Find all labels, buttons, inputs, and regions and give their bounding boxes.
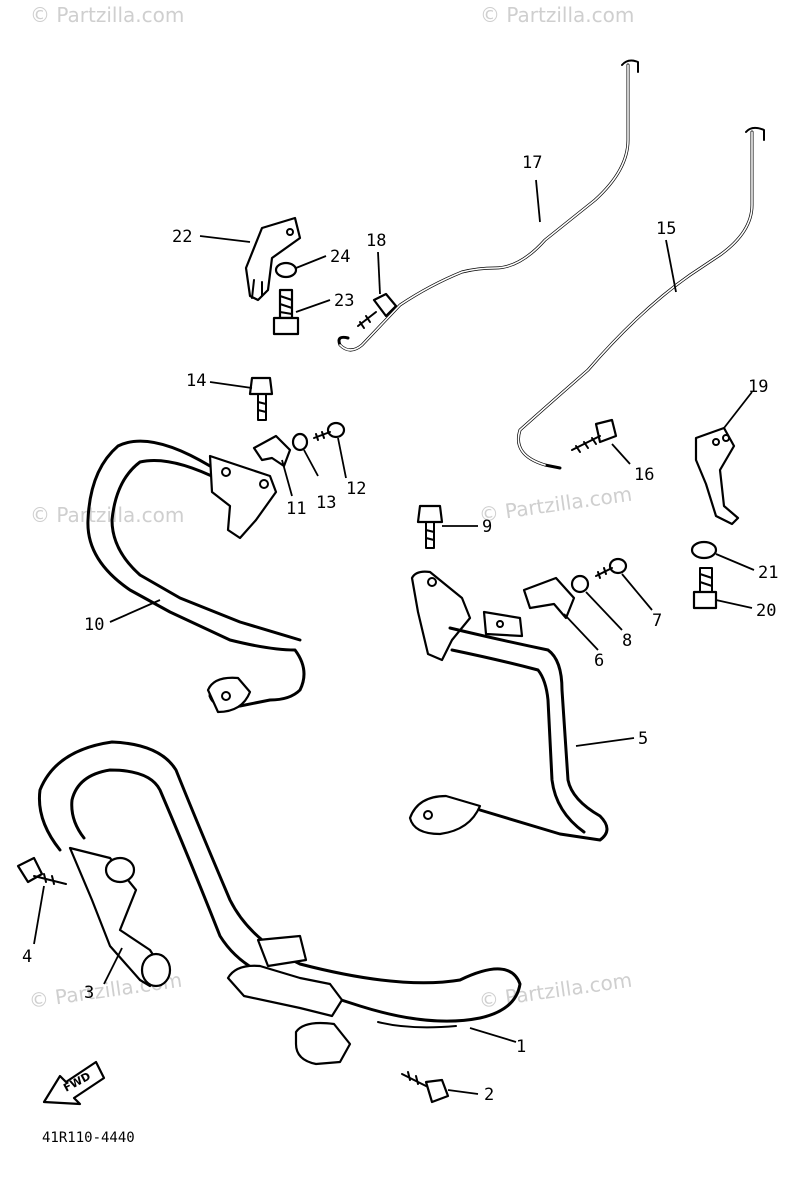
- callout-17: 17: [522, 153, 542, 173]
- part-20-bolt: [692, 567, 718, 610]
- part-21-washer: [690, 540, 718, 560]
- watermark-mid-left: © Partzilla.com: [30, 503, 184, 527]
- callout-14: 14: [186, 371, 206, 391]
- part-24-washer: [274, 261, 298, 279]
- callout-13: 13: [316, 493, 336, 513]
- callout-6: 6: [594, 651, 604, 671]
- part-17-bar: [337, 59, 639, 352]
- part-4-bolt: [16, 856, 67, 885]
- callout-5: 5: [638, 729, 648, 749]
- callout-20: 20: [756, 601, 776, 621]
- callouts: 22 24 23 18 17 15 14 11 13 12 10 9 16 19…: [22, 153, 778, 1105]
- watermark-mid-center: © Partzilla.com: [477, 482, 633, 527]
- watermark-top-center: © Partzilla.com: [480, 3, 634, 27]
- callout-11: 11: [286, 499, 306, 519]
- part-18-bolt: [357, 292, 398, 329]
- part-8-washer: [570, 574, 590, 594]
- callout-7: 7: [652, 611, 662, 631]
- part-16-bolt: [571, 418, 618, 453]
- callout-22: 22: [172, 227, 192, 247]
- callout-19: 19: [748, 377, 768, 397]
- callout-16: 16: [634, 465, 654, 485]
- part-10-frame: [86, 439, 306, 714]
- callout-12: 12: [346, 479, 366, 499]
- part-22-bracket: [244, 216, 302, 302]
- callout-9: 9: [482, 517, 492, 537]
- callout-2: 2: [484, 1085, 494, 1105]
- part-13-washer: [291, 432, 309, 452]
- callout-3: 3: [84, 983, 94, 1003]
- part-3-bracket: [68, 846, 172, 988]
- part-23-bolt: [272, 288, 300, 336]
- callout-4: 4: [22, 947, 32, 967]
- part-2-bolt: [401, 1071, 450, 1104]
- callout-24: 24: [330, 247, 350, 267]
- callout-10: 10: [84, 615, 104, 635]
- watermark-top-left: © Partzilla.com: [30, 3, 184, 27]
- callout-1: 1: [516, 1037, 526, 1057]
- part-7-screw: [595, 557, 628, 579]
- part-5-frame: [408, 570, 609, 842]
- part-15-bar: [517, 126, 765, 470]
- part-19-bracket: [694, 426, 740, 526]
- watermark-bottom-center: © Partzilla.com: [477, 968, 633, 1013]
- callout-15: 15: [656, 219, 676, 239]
- part-14-bolt: [248, 376, 274, 421]
- callout-21: 21: [758, 563, 778, 583]
- diagram-code: 41R110-4440: [42, 1130, 135, 1146]
- callout-8: 8: [622, 631, 632, 651]
- part-11-clamp: [252, 434, 292, 468]
- fwd-arrow-icon: FWD: [42, 1060, 106, 1106]
- leader-lines: [33, 179, 755, 1095]
- callout-23: 23: [334, 291, 354, 311]
- part-1-guard: [37, 740, 522, 1066]
- part-9-bolt: [416, 504, 444, 549]
- part-6-clamp: [522, 576, 576, 620]
- part-12-screw: [313, 421, 346, 441]
- callout-18: 18: [366, 231, 386, 251]
